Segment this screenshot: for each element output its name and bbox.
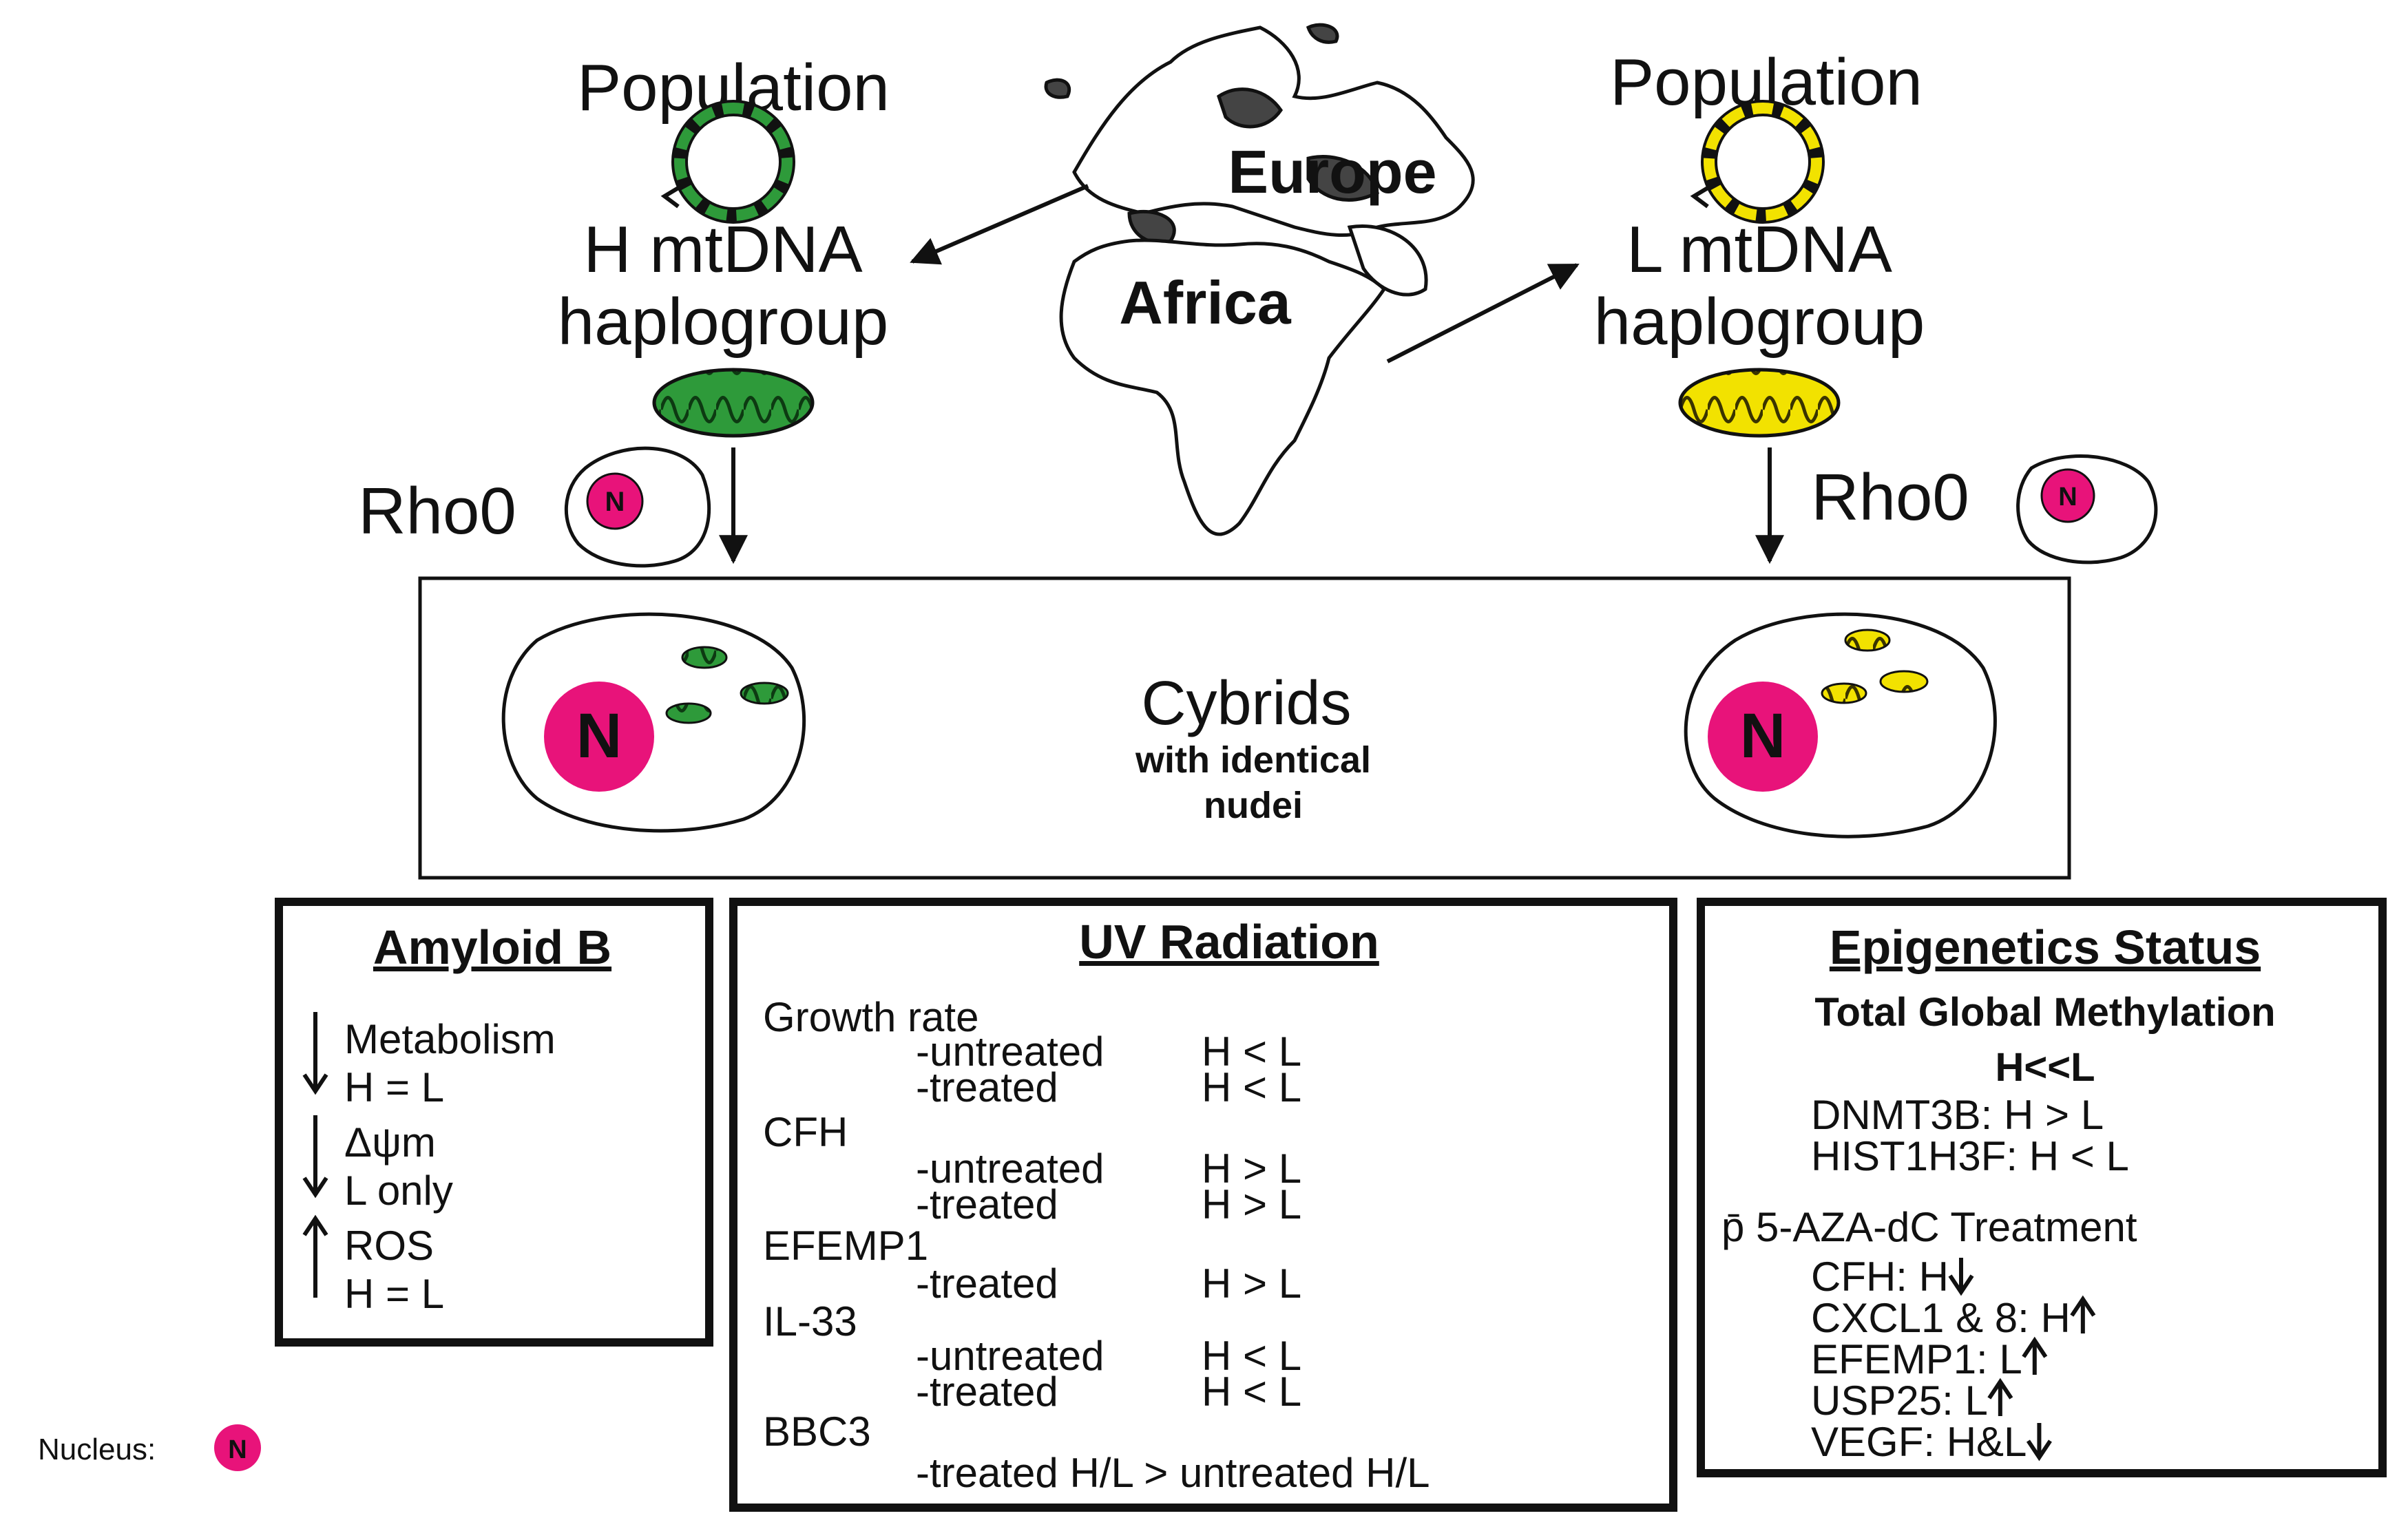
uv-line-comparison: H < L	[1202, 1064, 1301, 1110]
uv-line-label: BBC3	[763, 1409, 871, 1455]
amyloid-item-line1: ROS	[344, 1223, 434, 1269]
l-cybrid-mito-2-icon	[1879, 670, 1929, 693]
treatment-down-arrow-icon	[1948, 1258, 1974, 1296]
uv-line-label: EFEMP1	[763, 1223, 928, 1269]
island-2	[1306, 23, 1339, 44]
amyloid-panel	[275, 898, 713, 1347]
l-cybrid-nucleus-icon	[1708, 682, 1818, 792]
rho0-right-nucleus-icon	[2040, 468, 2095, 523]
uv-line-label: -treated	[916, 1181, 1058, 1227]
l-group-line2: haplogroup	[1594, 285, 1925, 359]
africa-landmass	[1059, 238, 1387, 536]
epigenetics-panel	[1697, 898, 2387, 1477]
uv-line-comparison: H > L	[1202, 1261, 1301, 1307]
l-mitochondrion-icon	[1678, 368, 1841, 438]
uv-line-label: -untreated	[916, 1333, 1104, 1379]
epigenetics-title: Epigenetics Status	[1830, 920, 2261, 974]
treatment-item: USP25: L	[1811, 1378, 1988, 1424]
uv-line-label: -treated	[916, 1261, 1058, 1307]
europe-dark-patch-1	[1217, 87, 1284, 129]
africa-to-l-arrow	[1386, 263, 1580, 363]
amyloid-item-line2: H = L	[344, 1064, 444, 1110]
l-group-line1: L mtDNA	[1626, 213, 1892, 286]
treatment-up-arrow-icon	[2070, 1295, 2096, 1333]
rho0-left-nucleus-icon	[586, 472, 644, 530]
cybrids-sub2: nudei	[1204, 785, 1303, 826]
uv-line-comparison: H < L	[1202, 1029, 1301, 1075]
europe-to-h-arrow	[910, 184, 1089, 265]
uv-panel	[729, 898, 1677, 1512]
legend-nucleus-icon	[214, 1424, 261, 1471]
uv-line-label: Growth rate	[763, 994, 978, 1040]
uv-title: UV Radiation	[1079, 915, 1379, 969]
uv-line-label: CFH	[763, 1109, 848, 1155]
h-cybrid-nucleus-icon	[544, 682, 654, 792]
rho0-right-nucleus-glyph: N	[2058, 483, 2077, 511]
global-methylation-value: H<<L	[1995, 1045, 2095, 1090]
amyloid-item-line2: L only	[344, 1168, 453, 1214]
uv-line-label: -treated	[916, 1369, 1058, 1415]
amyloid-down-arrow-icon	[302, 1115, 328, 1199]
l-cybrid-nucleus-glyph: N	[1740, 701, 1786, 771]
h-group-line1: H mtDNA	[583, 213, 862, 286]
amyloid-title: Amyloid B	[373, 920, 611, 974]
uv-line-label: -untreated	[916, 1029, 1104, 1075]
amyloid-item-line2: H = L	[344, 1271, 444, 1317]
h-mtdna-ring-icon	[660, 100, 795, 224]
treatment-item: VEGF: H&L	[1811, 1419, 2027, 1465]
h-cybrid-mito-2-icon	[740, 682, 789, 705]
world-map	[1044, 23, 1475, 536]
uv-line-comparison: H < L	[1202, 1333, 1301, 1379]
h-mitochondrion-icon	[652, 368, 815, 438]
arabia-landmass	[1347, 224, 1428, 297]
treatment-item: CXCL1 & 8: H	[1811, 1295, 2071, 1341]
h-cybrid-mito-1-icon	[681, 646, 728, 669]
h-group-line2: haplogroup	[558, 285, 888, 359]
h-cybrid-mito-3-icon	[665, 702, 712, 724]
uv-line-label: -untreated	[916, 1146, 1104, 1192]
legend-label: Nucleus:	[38, 1433, 156, 1466]
h-cybrid-nucleus-glyph: N	[576, 701, 622, 771]
uv-line-comparison: H > L	[1202, 1181, 1301, 1227]
europe-dark-patch-2	[1306, 154, 1379, 202]
uv-line-label: IL-33	[763, 1298, 857, 1344]
europe-dark-patch-3	[1127, 209, 1176, 245]
amyloid-item-line1: Δψm	[344, 1119, 436, 1165]
l-cybrid-mito-3-icon	[1821, 682, 1867, 704]
amyloid-down-arrow-icon	[302, 1012, 328, 1095]
rho0-left-label: Rho0	[358, 474, 516, 548]
africa-label: Africa	[1119, 268, 1291, 337]
epi-gene-line: DNMT3B: H > L	[1811, 1092, 2104, 1138]
global-methylation-label: Total Global Methylation	[1814, 990, 2275, 1035]
treatment-label: p̄ 5-AZA-dC Treatment	[1721, 1204, 2137, 1250]
amyloid-item-line1: Metabolism	[344, 1016, 556, 1062]
l-cybrid-mito-1-icon	[1844, 629, 1891, 652]
europe-label: Europe	[1228, 138, 1436, 206]
legend-nucleus-glyph: N	[228, 1435, 247, 1464]
l-mtdna-ring-icon	[1690, 100, 1825, 224]
cybrids-title: Cybrids	[1141, 669, 1351, 738]
uv-line-label: -treated	[916, 1064, 1058, 1110]
uv-line-label: -treated H/L > untreated H/L	[916, 1450, 1430, 1496]
rho0-left-nucleus-glyph: N	[605, 487, 625, 517]
cybrids-sub1: with identical	[1135, 739, 1371, 781]
treatment-up-arrow-icon	[1987, 1378, 2013, 1416]
treatment-down-arrow-icon	[2026, 1423, 2052, 1462]
treatment-up-arrow-icon	[2022, 1336, 2048, 1375]
island-1	[1044, 78, 1071, 99]
rho0-right-label: Rho0	[1811, 461, 1969, 534]
treatment-item: EFEMP1: L	[1811, 1336, 2022, 1382]
epi-gene-line: HIST1H3F: H < L	[1811, 1133, 2129, 1179]
uv-line-comparison: H < L	[1202, 1369, 1301, 1415]
amyloid-up-arrow-icon	[302, 1214, 328, 1298]
treatment-item: CFH: H	[1811, 1254, 1949, 1300]
uv-line-comparison: H > L	[1202, 1146, 1301, 1192]
